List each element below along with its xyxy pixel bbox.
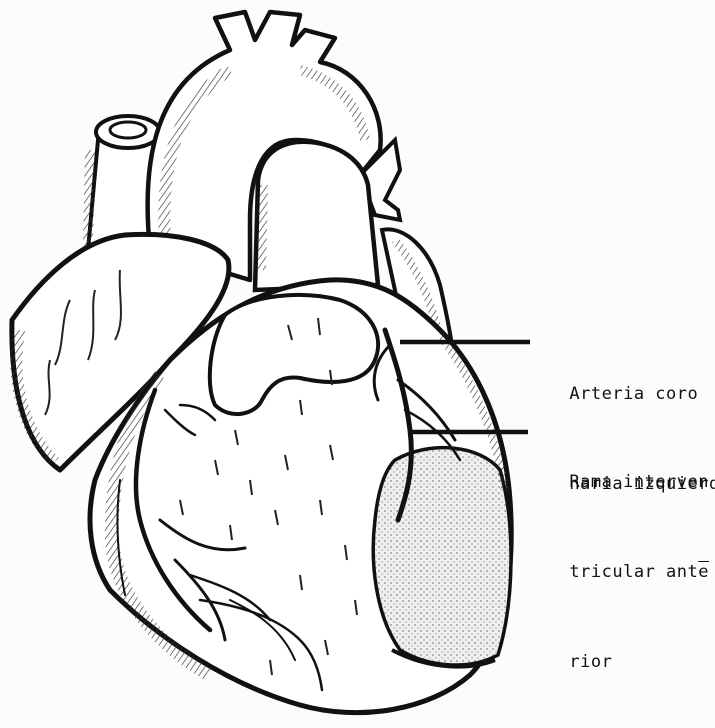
label-line: Rama interven bbox=[505, 455, 709, 509]
label-line: Arteria coro bbox=[505, 367, 715, 421]
pulmonary-trunk bbox=[255, 142, 378, 290]
label-text: tricular ant bbox=[569, 562, 698, 582]
label-text: Arteria coro bbox=[569, 384, 698, 404]
label-text: rior bbox=[569, 652, 612, 672]
label-hyphen-mark: e bbox=[698, 562, 709, 582]
label-anterior-interventricular-branch: Rama interven tricular ante rior bbox=[505, 419, 709, 725]
label-line: tricular ante bbox=[505, 545, 709, 599]
label-line: rior bbox=[505, 635, 709, 689]
label-text: Rama interven bbox=[569, 472, 709, 492]
